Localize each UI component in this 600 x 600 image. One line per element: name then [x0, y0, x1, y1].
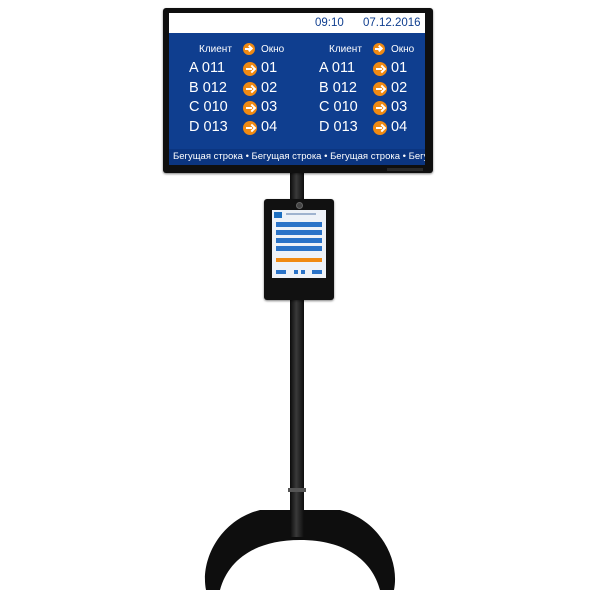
date: 07.12.2016 — [363, 17, 421, 29]
arrow-right-circle-icon — [243, 101, 257, 115]
header-client: Клиент — [329, 44, 362, 55]
window-number: 04 — [261, 118, 278, 135]
pole-joint — [288, 488, 306, 492]
ticket-kiosk — [264, 199, 334, 300]
queue-row: B 012 02 — [319, 79, 425, 99]
news-ticker: Бегущая строка • Бегущая строка • Бегуща… — [169, 149, 425, 165]
queue-row: B 012 02 — [189, 79, 299, 99]
client-ticket: B 012 — [189, 79, 227, 96]
client-ticket: D 013 — [189, 118, 228, 135]
client-ticket: C 010 — [189, 99, 228, 115]
queue-column-right: Клиент Окно A 011 01 B 012 02 C 010 03 D… — [319, 41, 425, 137]
client-ticket: A 011 — [189, 60, 226, 76]
kiosk-service-button[interactable] — [276, 230, 322, 235]
queue-row: A 011 01 — [319, 59, 425, 79]
client-ticket: C 010 — [319, 99, 358, 115]
queue-row: D 013 04 — [189, 118, 299, 138]
queue-column-left: Клиент Окно A 011 01 B 012 02 C 010 03 D… — [189, 41, 299, 137]
kiosk-logo — [274, 212, 282, 218]
clock: 09:10 — [315, 17, 344, 29]
window-number: 01 — [391, 60, 408, 76]
queue-row: C 010 03 — [189, 98, 299, 118]
arrow-right-circle-icon — [373, 62, 387, 76]
ticker-text: Бегущая строка • Бегущая строка • Бегуща… — [173, 151, 425, 162]
arrow-right-circle-icon — [243, 120, 257, 135]
kiosk-primary-button[interactable] — [276, 258, 322, 262]
window-number: 04 — [391, 118, 408, 135]
arrow-right-circle-icon — [243, 43, 255, 55]
window-number: 03 — [391, 99, 408, 115]
queue-header: Клиент Окно — [319, 41, 425, 59]
client-ticket: D 013 — [319, 118, 358, 135]
arrow-right-circle-icon — [373, 101, 387, 115]
window-number: 02 — [391, 79, 408, 96]
client-ticket: B 012 — [319, 79, 357, 96]
status-bar: 09:10 07.12.2016 — [169, 13, 425, 33]
header-window: Окно — [391, 44, 415, 55]
kiosk-service-button[interactable] — [276, 246, 322, 251]
queue-display-monitor: 09:10 07.12.2016 Клиент Окно A 011 01 B … — [163, 8, 433, 173]
kiosk-nav-button[interactable] — [294, 270, 298, 274]
client-ticket: A 011 — [319, 60, 356, 76]
arrow-right-circle-icon — [243, 62, 257, 76]
kiosk-title — [286, 213, 316, 215]
kiosk-next-button[interactable] — [312, 270, 322, 274]
window-number: 01 — [261, 60, 278, 76]
queue-row: C 010 03 — [319, 98, 425, 118]
queue-header: Клиент Окно — [189, 41, 299, 59]
header-client: Клиент — [199, 44, 232, 55]
kiosk-screen[interactable] — [272, 210, 326, 278]
kiosk-service-button[interactable] — [276, 222, 322, 227]
kiosk-back-button[interactable] — [276, 270, 286, 274]
window-number: 02 — [261, 79, 278, 96]
window-number: 03 — [261, 99, 278, 115]
header-window: Окно — [261, 44, 285, 55]
arrow-right-circle-icon — [243, 81, 257, 96]
camera-icon — [296, 202, 303, 209]
tv-brand-mark — [387, 168, 423, 171]
arrow-right-circle-icon — [373, 43, 385, 55]
kiosk-nav-button[interactable] — [301, 270, 305, 274]
queue-row: A 011 01 — [189, 59, 299, 79]
queue-row: D 013 04 — [319, 118, 425, 138]
arrow-right-circle-icon — [373, 81, 387, 96]
arrow-right-circle-icon — [373, 120, 387, 135]
kiosk-service-button[interactable] — [276, 238, 322, 243]
queue-display-screen: 09:10 07.12.2016 Клиент Окно A 011 01 B … — [169, 13, 425, 165]
